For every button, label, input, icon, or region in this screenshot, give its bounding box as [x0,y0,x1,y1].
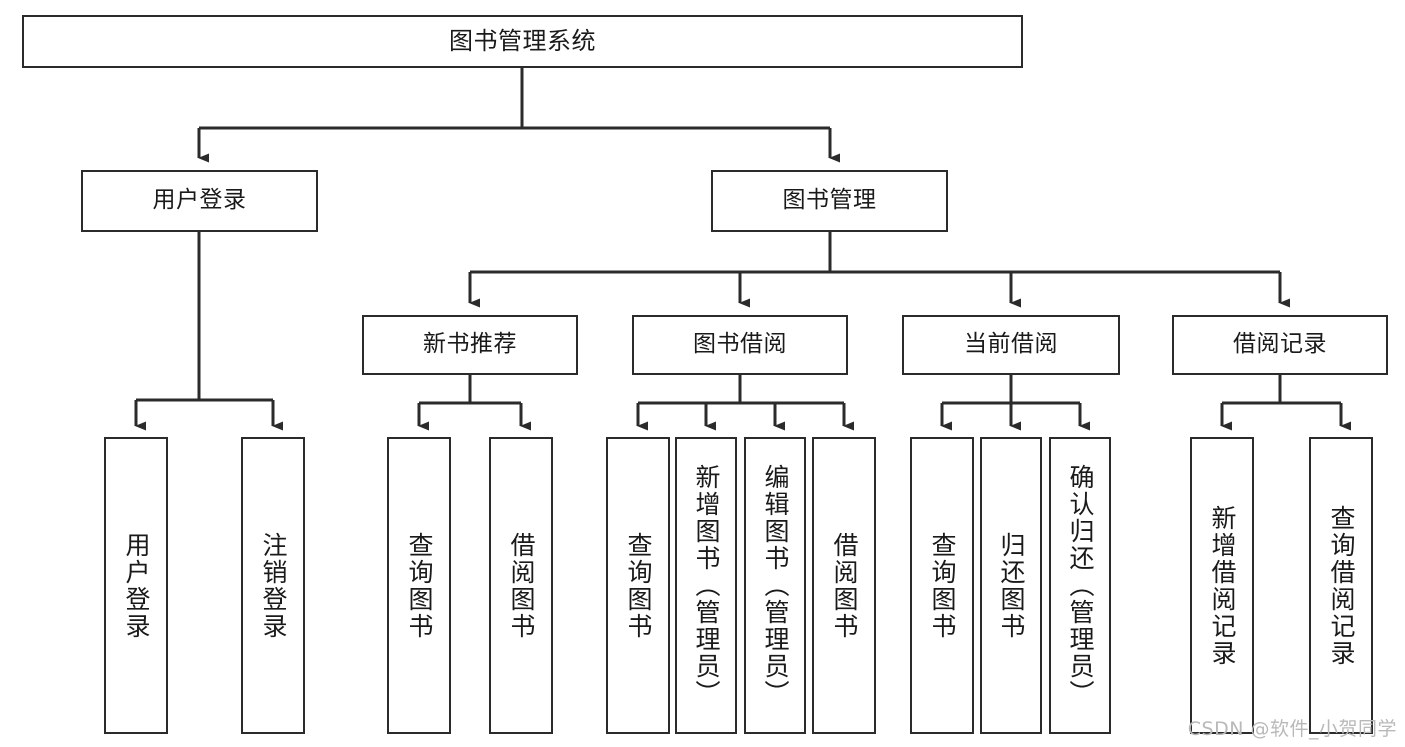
leaf-new-book-borrow[interactable]: 借阅图书 [489,437,553,734]
node-label: 确认归还（管理员） [1066,464,1095,707]
node-label: 查询图书 [928,531,957,640]
leaf-book-borrow-add[interactable]: 新增图书（管理员） [675,437,737,734]
leaf-current-borrow-return[interactable]: 归还图书 [980,437,1042,734]
node-label: 新书推荐 [423,331,517,358]
node-label: 图书管理系统 [449,27,596,56]
node-label: 借阅图书 [830,531,859,640]
node-label: 查询图书 [405,531,434,640]
node-current-borrow[interactable]: 当前借阅 [902,315,1120,375]
node-root-system[interactable]: 图书管理系统 [22,15,1023,68]
leaf-current-borrow-confirm-return[interactable]: 确认归还（管理员） [1049,437,1111,734]
node-label: 查询图书 [624,531,653,640]
node-label: 新增图书（管理员） [692,464,721,707]
node-label: 编辑图书（管理员） [761,464,790,707]
leaf-book-borrow-edit[interactable]: 编辑图书（管理员） [744,437,806,734]
node-borrow-record[interactable]: 借阅记录 [1172,315,1388,375]
leaf-borrow-record-add[interactable]: 新增借阅记录 [1190,437,1254,734]
node-label: 用户登录 [122,531,151,640]
node-label: 用户登录 [152,187,247,214]
node-label: 图书管理 [782,187,877,214]
leaf-book-borrow-borrow[interactable]: 借阅图书 [812,437,876,734]
leaf-current-borrow-query[interactable]: 查询图书 [910,437,974,734]
leaf-book-borrow-query[interactable]: 查询图书 [606,437,670,734]
node-label: 借阅记录 [1233,331,1327,358]
watermark: CSDN @软件_小贺同学 [1187,718,1397,740]
leaf-borrow-record-query[interactable]: 查询借阅记录 [1309,437,1373,734]
node-user-login[interactable]: 用户登录 [81,170,318,232]
node-label: 注销登录 [259,531,288,640]
node-book-borrow[interactable]: 图书借阅 [632,315,848,375]
leaf-new-book-query[interactable]: 查询图书 [387,437,451,734]
node-new-book-recommend[interactable]: 新书推荐 [362,315,578,375]
node-label: 归还图书 [997,531,1026,640]
node-label: 新增借阅记录 [1208,504,1237,667]
leaf-user-login-logout[interactable]: 注销登录 [241,437,305,734]
node-book-management[interactable]: 图书管理 [711,170,948,232]
node-label: 查询借阅记录 [1327,504,1356,667]
node-label: 当前借阅 [964,331,1058,358]
leaf-user-login-login[interactable]: 用户登录 [104,437,168,734]
node-label: 借阅图书 [507,531,536,640]
node-label: 图书借阅 [693,331,787,358]
